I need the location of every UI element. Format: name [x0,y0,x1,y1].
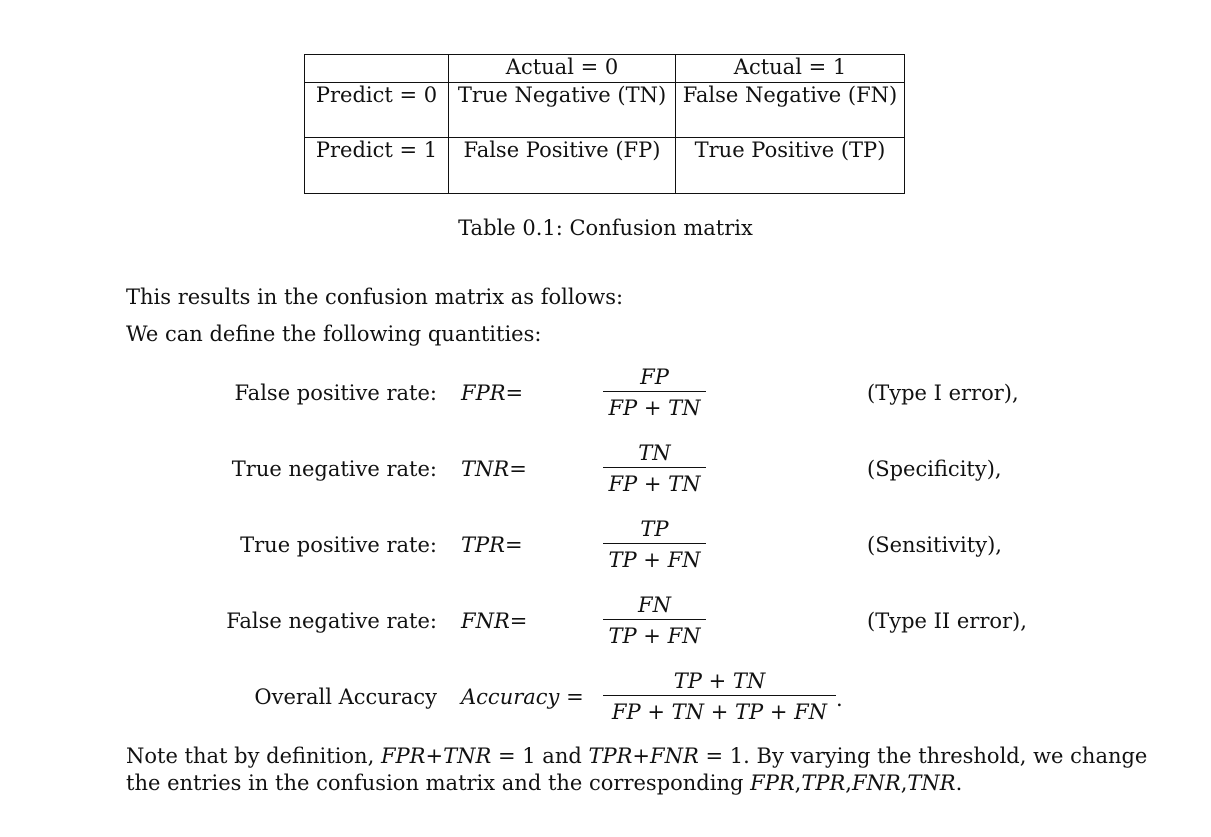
equation-lhs: TPR= [461,533,523,557]
equation-period: . [836,687,843,711]
equation-label: False positive rate: [234,381,437,405]
fraction-bar [603,391,706,392]
equation-note: (Type II error), [867,609,1027,633]
confusion-matrix-table: Actual = 0 Actual = 1 Predict = 0 True N… [304,54,905,194]
equation-lhs: Accuracy = [461,685,584,709]
fraction-denominator: FP + TN + TP + FN [611,700,828,724]
equation-label: Overall Accuracy [254,685,437,709]
note-line-2: the entries in the confusion matrix and … [126,771,963,795]
equation-fraction: TN FP + TN [603,443,706,495]
fraction-numerator: FN [638,593,671,617]
equation-note: (Sensitivity), [867,533,1002,557]
table-row: Predict = 1 False Positive (FP) True Pos… [304,137,905,194]
equation-fraction: FP FP + TN [603,367,706,419]
equation-label: True negative rate: [231,457,437,481]
table-cell: False Negative (FN) [675,82,905,138]
note-line-1: Note that by definition, FPR+TNR = 1 and… [126,744,1148,768]
table-header-cell: Actual = 0 [448,54,676,83]
equation-label: True positive rate: [240,533,437,557]
table-row: Predict = 0 True Negative (TN) False Neg… [304,82,905,138]
fraction-numerator: TP [640,517,669,541]
table-cell: True Negative (TN) [448,82,676,138]
paragraph-line: We can define the following quantities: [126,322,542,346]
table-header-cell [304,54,449,83]
math-inline: TPR+FNR = 1 [588,744,744,768]
table-header-row: Actual = 0 Actual = 1 [304,54,905,83]
math-inline: FPR,TPR,FNR,TNR [750,771,956,795]
fraction-denominator: TP + FN [608,548,701,572]
equation-fraction: TP TP + FN [603,519,706,571]
fraction-numerator: FP [640,365,669,389]
table-row-header: Predict = 0 [304,82,449,138]
fraction-bar [603,619,706,620]
fraction-bar [603,695,836,696]
fraction-numerator: TP + TN [673,669,766,693]
table-header-cell: Actual = 1 [675,54,905,83]
equation-label: False negative rate: [226,609,437,633]
fraction-bar [603,543,706,544]
table-row-header: Predict = 1 [304,137,449,194]
equation-lhs: FPR= [461,381,524,405]
math-inline: FPR+TNR = 1 [380,744,536,768]
equation-fraction: FN TP + FN [603,595,706,647]
fraction-numerator: TN [638,441,671,465]
paragraph-line: This results in the confusion matrix as … [126,285,624,309]
equation-lhs: TNR= [461,457,527,481]
table-cell: True Positive (TP) [675,137,905,194]
equation-note: (Specificity), [867,457,1002,481]
fraction-denominator: TP + FN [608,624,701,648]
equation-fraction: TP + TN FP + TN + TP + FN [603,671,836,723]
table-caption: Table 0.1: Confusion matrix [458,216,753,240]
table-cell: False Positive (FP) [448,137,676,194]
fraction-bar [603,467,706,468]
fraction-denominator: FP + TN [608,396,701,420]
equation-note: (Type I error), [867,381,1019,405]
fraction-denominator: FP + TN [608,472,701,496]
equation-lhs: FNR= [461,609,528,633]
